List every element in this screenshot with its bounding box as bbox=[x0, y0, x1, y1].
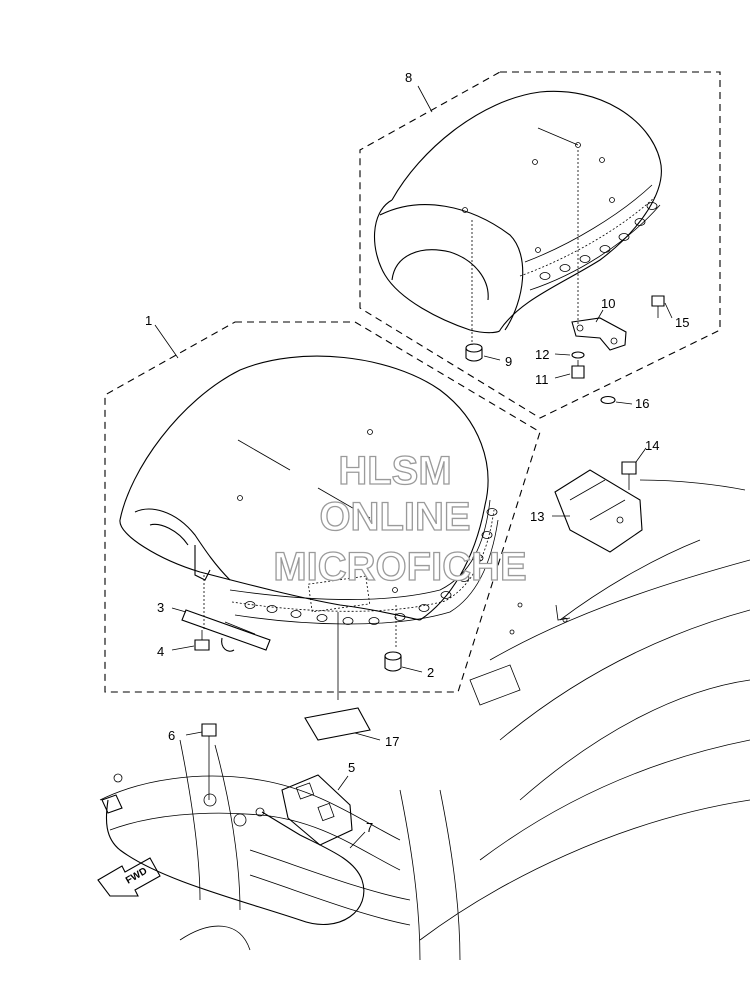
washer-12 bbox=[571, 351, 585, 359]
callout-5: 5 bbox=[348, 760, 355, 775]
callout-labels: 8 1 9 10 12 11 15 16 14 13 3 4 2 17 6 5 … bbox=[145, 70, 689, 835]
watermark: HLSM ONLINE MICROFICHE bbox=[273, 448, 528, 589]
callout-14: 14 bbox=[645, 438, 659, 453]
front-seat-group-outline bbox=[104, 321, 541, 693]
fwd-label: FWD bbox=[124, 866, 149, 887]
watermark-line-1: HLSM bbox=[338, 449, 451, 493]
seat-lock-5 bbox=[281, 774, 353, 846]
bracket-13 bbox=[554, 469, 643, 553]
front-seat bbox=[119, 355, 499, 700]
bracket-10 bbox=[571, 317, 627, 351]
seat-lock-cable-7 bbox=[101, 773, 365, 925]
washer-16 bbox=[600, 395, 616, 405]
fwd-arrow: FWD bbox=[97, 857, 161, 897]
bolt-6 bbox=[201, 723, 217, 800]
callout-4: 4 bbox=[157, 644, 164, 659]
bolt-4 bbox=[194, 630, 210, 651]
callout-8: 8 bbox=[405, 70, 412, 85]
bolt-15 bbox=[651, 295, 665, 318]
callout-2: 2 bbox=[427, 665, 434, 680]
rear-seat-studs bbox=[539, 202, 658, 280]
bracket-3 bbox=[181, 609, 271, 652]
callout-11: 11 bbox=[535, 372, 549, 387]
rear-seat-group-outline bbox=[359, 71, 721, 419]
leader-lines bbox=[154, 85, 673, 849]
callout-1: 1 bbox=[145, 313, 152, 328]
callout-17: 17 bbox=[385, 734, 399, 749]
bolt-14 bbox=[621, 461, 637, 490]
callout-9: 9 bbox=[505, 354, 512, 369]
label-17 bbox=[304, 707, 371, 741]
callout-10: 10 bbox=[601, 296, 615, 311]
callout-12: 12 bbox=[535, 347, 549, 362]
front-seat-studs bbox=[244, 508, 498, 625]
callout-3: 3 bbox=[157, 600, 164, 615]
rubber-damper-9 bbox=[465, 343, 483, 362]
watermark-line-3: MICROFICHE bbox=[273, 545, 526, 589]
callout-15: 15 bbox=[675, 315, 689, 330]
callout-6: 6 bbox=[168, 728, 175, 743]
callout-13: 13 bbox=[530, 509, 544, 524]
rear-seat bbox=[374, 90, 662, 345]
callout-16: 16 bbox=[635, 396, 649, 411]
bolt-11 bbox=[571, 360, 585, 379]
rubber-damper-2 bbox=[384, 651, 402, 672]
watermark-line-2: ONLINE bbox=[319, 495, 470, 539]
frame-chassis bbox=[99, 479, 750, 961]
callout-7: 7 bbox=[366, 820, 373, 835]
